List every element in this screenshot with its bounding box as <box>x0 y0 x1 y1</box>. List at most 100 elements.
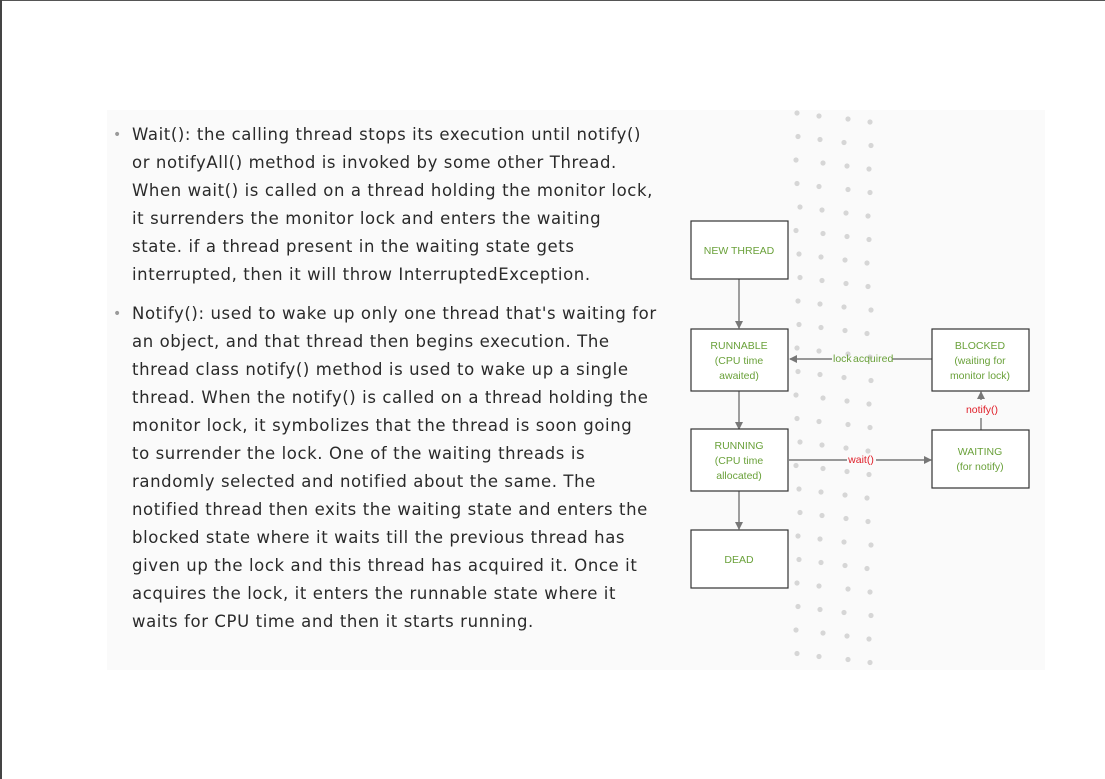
bullet-line: an object, and that thread then begins e… <box>132 332 610 351</box>
decorative-dot <box>794 110 800 116</box>
window-left-border <box>0 0 2 779</box>
decorative-dot <box>865 213 871 219</box>
bullet-line: waits for CPU time and then it starts ru… <box>132 612 534 631</box>
decorative-dot <box>819 512 825 519</box>
decorative-dot <box>841 539 847 545</box>
decorative-dot <box>864 565 870 572</box>
decorative-dot <box>845 586 851 592</box>
decorative-dot <box>817 136 823 143</box>
decorative-dot <box>866 236 872 243</box>
decorative-dot <box>816 113 822 119</box>
node-label: awaited) <box>719 370 759 382</box>
decorative-dot <box>866 166 872 172</box>
decorative-dot <box>868 307 874 313</box>
bullet-line: randomly selected and notified about the… <box>132 472 596 491</box>
decorative-dot <box>816 583 822 589</box>
bullet-line: thread class notify() method is used to … <box>132 360 629 379</box>
bullet-dot: • <box>113 306 122 322</box>
decorative-dot <box>867 354 873 360</box>
decorative-dot <box>843 210 849 216</box>
decorative-dot <box>845 421 851 428</box>
decorative-dot <box>845 186 851 193</box>
decorative-dot <box>868 542 874 548</box>
decorative-dot <box>819 207 825 213</box>
decorative-dot <box>844 233 850 240</box>
node-label: allocated) <box>716 470 762 482</box>
decorative-dot <box>866 636 872 642</box>
decorative-dot <box>794 180 800 187</box>
decorative-dot <box>820 160 826 166</box>
node-runnable: RUNNABLE (CPU time awaited) <box>690 328 789 392</box>
edge-label-notify: notify() <box>966 404 998 416</box>
node-label: DEAD <box>724 554 754 566</box>
node-blocked: BLOCKED (waiting for monitor lock) <box>931 328 1030 392</box>
decorative-dot <box>864 330 870 337</box>
node-new-thread: NEW THREAD <box>690 220 789 280</box>
decorative-dot <box>818 324 824 331</box>
bullet-line: or notifyAll() method is invoked by some… <box>132 153 617 172</box>
decorative-dot <box>793 462 799 469</box>
decorative-dot <box>795 603 801 610</box>
decorative-dot <box>795 533 801 539</box>
node-label: RUNNABLE <box>710 340 767 352</box>
node-label: (CPU time <box>715 455 764 467</box>
bullet-dot: • <box>113 127 122 143</box>
decorative-dot <box>793 227 799 234</box>
decorative-dot <box>845 656 851 663</box>
decorative-dot <box>866 401 872 407</box>
decorative-dot <box>845 116 851 122</box>
decorative-dot <box>820 465 826 472</box>
node-waiting: WAITING (for notify) <box>931 429 1030 489</box>
bullet-line: Wait(): the calling thread stops its exe… <box>132 125 642 144</box>
decorative-dot <box>842 562 848 569</box>
bullet-line: given up the lock and this thread has ac… <box>132 556 638 575</box>
decorative-dot <box>794 580 800 586</box>
node-dead: DEAD <box>690 529 789 589</box>
decorative-dot <box>795 133 801 140</box>
decorative-dot <box>793 627 799 633</box>
decorative-dot <box>818 489 824 495</box>
edge-label-acquired: acquired <box>853 353 893 365</box>
node-label: (CPU time <box>715 355 764 367</box>
decorative-dot <box>867 189 873 196</box>
decorative-dot <box>794 345 800 351</box>
decorative-dot <box>841 304 847 310</box>
decorative-dot <box>816 653 822 660</box>
decorative-dot <box>795 298 801 304</box>
decorative-dot <box>820 230 826 237</box>
decorative-dot <box>817 606 823 613</box>
decorative-dot <box>867 589 873 595</box>
slide-background <box>107 110 1045 670</box>
node-label: monitor lock) <box>950 370 1010 382</box>
decorative-dot <box>867 119 873 125</box>
decorative-dot <box>865 518 871 525</box>
decorative-dot <box>843 445 849 451</box>
decorative-dot <box>794 650 800 657</box>
decorative-dot <box>865 283 871 290</box>
decorative-dot <box>844 468 850 475</box>
decorative-dot <box>817 536 823 542</box>
bullet-line: to surrender the lock. One of the waitin… <box>132 444 586 463</box>
decorative-dot-pattern <box>793 110 874 666</box>
decorative-dot <box>818 559 824 566</box>
decorative-dot <box>867 424 873 431</box>
decorative-dot <box>864 495 870 501</box>
decorative-dot <box>794 415 800 422</box>
bullet-list: • Wait(): the calling thread stops its e… <box>112 121 677 636</box>
decorative-dot <box>820 395 826 401</box>
decorative-dot <box>796 556 802 563</box>
decorative-dot <box>868 142 874 149</box>
decorative-dot <box>842 257 848 263</box>
node-label: BLOCKED <box>955 340 1006 352</box>
node-label: (for notify) <box>956 461 1003 473</box>
decorative-dot <box>845 351 851 357</box>
bullet-line: thread. When the notify() is called on a… <box>132 388 649 407</box>
edge-label-lock: lock <box>833 353 852 365</box>
decorative-dot <box>842 327 848 334</box>
decorative-dot <box>844 633 850 639</box>
decorative-dot <box>841 609 847 616</box>
decorative-dot <box>796 251 802 257</box>
decorative-dot <box>843 515 849 522</box>
decorative-dot <box>844 398 850 404</box>
